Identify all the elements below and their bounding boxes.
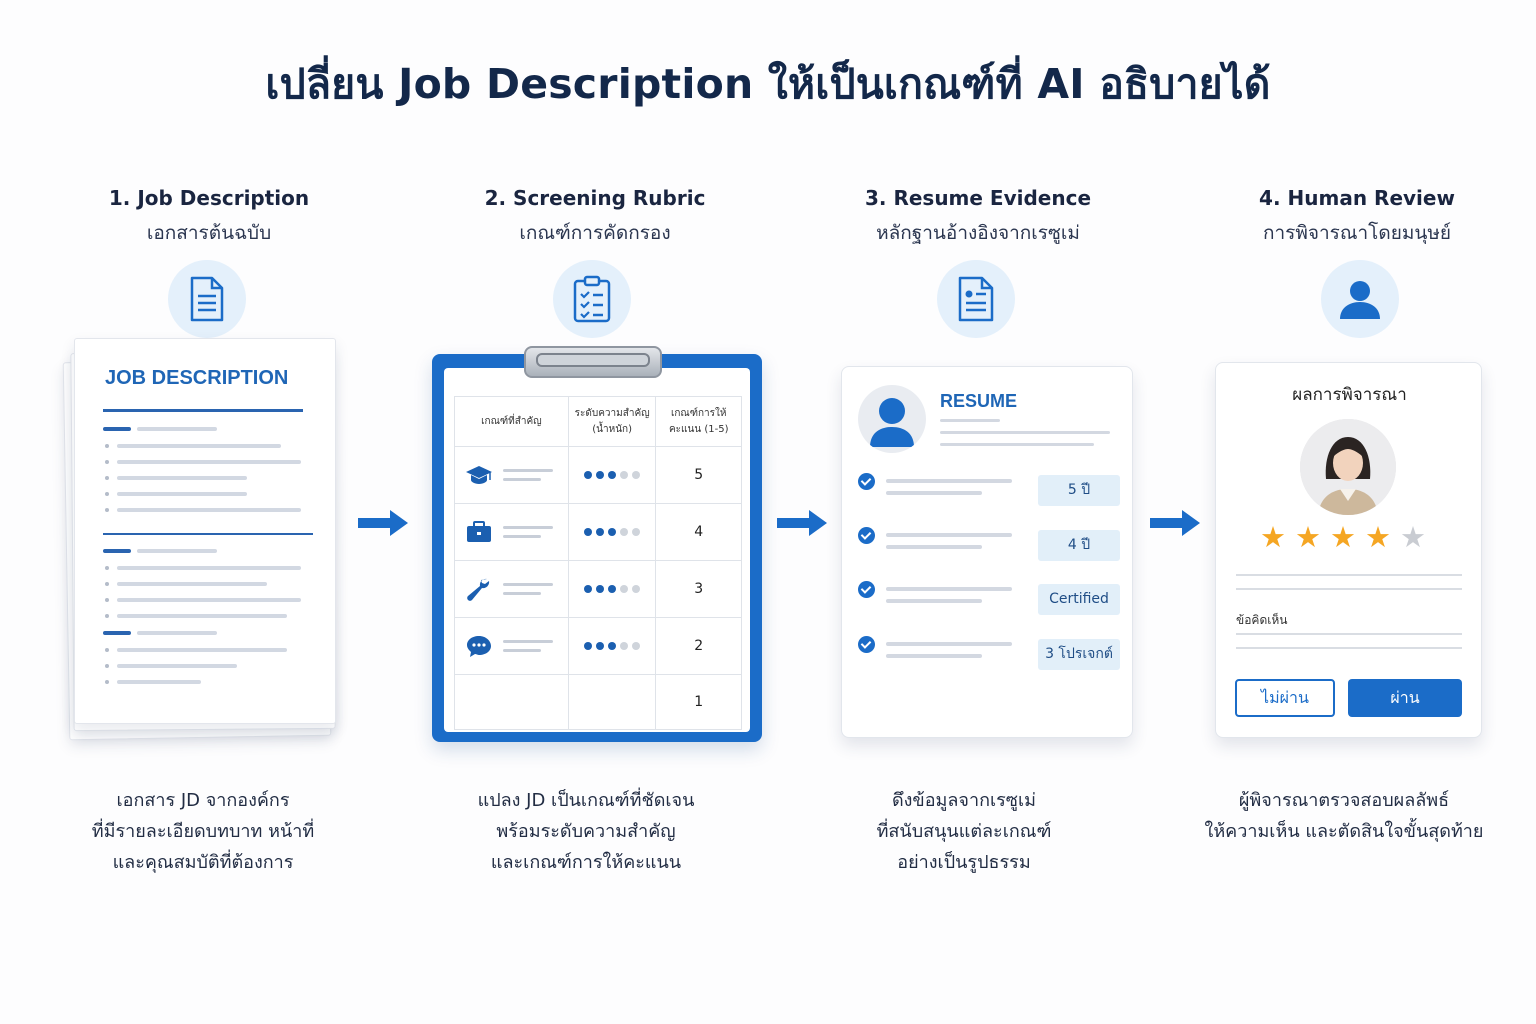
importance-dots: [569, 642, 656, 650]
screening-rubric-clipboard: เกณฑ์ที่สำคัญ ระดับความสำคัญ (น้ำหนัก) เ…: [432, 346, 762, 742]
graduation-cap-icon: [466, 466, 492, 484]
star-icon: ★: [1260, 520, 1286, 554]
review-heading: ผลการพิจารณา: [1292, 385, 1407, 405]
check-icon: [858, 527, 875, 544]
check-icon: [858, 473, 875, 490]
evidence-badge: 3 โปรเจกต์: [1038, 639, 1120, 670]
importance-dots: [569, 585, 656, 593]
score-value: 1: [655, 674, 742, 730]
step-4-header: 4. Human Review การพิจารณาโดยมนุษย์: [1177, 186, 1536, 248]
reviewer-photo: [1300, 419, 1396, 515]
step-4-description: ผู้พิจารณาตรวจสอบผลลัพธ์ ให้ความเห็น และ…: [1204, 790, 1484, 842]
step-2-description: แปลง JD เป็นเกณฑ์ที่ชัดเจน พร้อมระดับควา…: [477, 790, 695, 873]
step-3-subtitle: หลักฐานอ้างอิงจากเรซูเม่: [876, 222, 1080, 244]
table-row: 4: [454, 503, 742, 561]
arrow-icon: [358, 510, 408, 536]
briefcase-icon: [467, 521, 491, 542]
evidence-badge: 4 ปี: [1038, 530, 1120, 561]
table-row: 3: [454, 560, 742, 618]
evidence-badge: Certified: [1038, 584, 1120, 615]
comment-label: ข้อคิดเห็น: [1236, 613, 1288, 627]
arrow-icon: [777, 510, 827, 536]
arrow-icon: [1150, 510, 1200, 536]
chat-bubble-icon: [467, 636, 491, 657]
clipboard-clip: [524, 346, 662, 378]
step-1-header: 1. Job Description เอกสารต้นฉบับ: [29, 186, 389, 248]
rubric-table: เกณฑ์ที่สำคัญ ระดับความสำคัญ (น้ำหนัก) เ…: [454, 396, 742, 730]
resume-card: RESUME 5 ปี 4 ปี Certified 3 โปรเจกต์: [841, 366, 1133, 738]
rubric-header-score: เกณฑ์การให้คะแนน (1-5): [655, 396, 742, 447]
importance-dots: [569, 471, 656, 479]
resume-heading: RESUME: [940, 391, 1018, 411]
step-1-title: 1. Job Description: [108, 186, 310, 210]
table-row: 2: [454, 617, 742, 675]
step-3-title: 3. Resume Evidence: [864, 186, 1092, 210]
star-icon: ★: [1330, 520, 1356, 554]
step-4-title: 4. Human Review: [1259, 186, 1455, 210]
step-3-description: ดึงข้อมูลจากเรซูเม่ ที่สนับสนุนแต่ละเกณฑ…: [876, 790, 1052, 873]
avatar: [858, 385, 926, 453]
score-value: 2: [655, 617, 742, 675]
jd-heading: JOB DESCRIPTION: [105, 367, 289, 389]
step-2-header: 2. Screening Rubric เกณฑ์การคัดกรอง: [415, 186, 775, 248]
rating-stars: ★ ★ ★ ★ ★: [1260, 523, 1426, 552]
table-row: 1: [454, 674, 742, 730]
star-icon: ★: [1295, 520, 1321, 554]
person-icon: [1321, 260, 1399, 338]
step-2-subtitle: เกณฑ์การคัดกรอง: [519, 222, 671, 244]
score-value: 3: [655, 560, 742, 618]
step-4-subtitle: การพิจารณาโดยมนุษย์: [1262, 222, 1452, 244]
clipboard-checklist-icon: [553, 260, 631, 338]
human-review-card: ผลการพิจารณา ★ ★ ★ ★ ★ ข้อคิดเห็น ไม่ผ่า…: [1215, 362, 1482, 738]
rubric-header-importance: ระดับความสำคัญ (น้ำหนัก): [567, 396, 657, 447]
document-icon: [168, 260, 246, 338]
evidence-badge: 5 ปี: [1038, 475, 1120, 506]
resume-icon: [937, 260, 1015, 338]
page-title: เปลี่ยน Job Description ให้เป็นเกณฑ์ที่ …: [265, 60, 1271, 108]
step-2-title: 2. Screening Rubric: [484, 186, 706, 210]
job-description-document: JOB DESCRIPTION: [62, 338, 338, 741]
star-empty-icon: ★: [1400, 520, 1426, 554]
pass-button[interactable]: ผ่าน: [1348, 679, 1462, 717]
check-icon: [858, 636, 875, 653]
wrench-icon: [467, 578, 490, 601]
table-row: 5: [454, 446, 742, 504]
score-value: 4: [655, 503, 742, 561]
importance-dots: [569, 528, 656, 536]
score-value: 5: [655, 446, 742, 504]
step-3-header: 3. Resume Evidence หลักฐานอ้างอิงจากเรซู…: [798, 186, 1158, 248]
star-icon: ★: [1365, 520, 1391, 554]
fail-button[interactable]: ไม่ผ่าน: [1235, 679, 1335, 717]
step-1-subtitle: เอกสารต้นฉบับ: [146, 222, 272, 244]
step-1-description: เอกสาร JD จากองค์กร ที่มีรายละเอียดบทบาท…: [91, 790, 315, 873]
check-icon: [858, 581, 875, 598]
rubric-header-criteria: เกณฑ์ที่สำคัญ: [454, 396, 569, 447]
